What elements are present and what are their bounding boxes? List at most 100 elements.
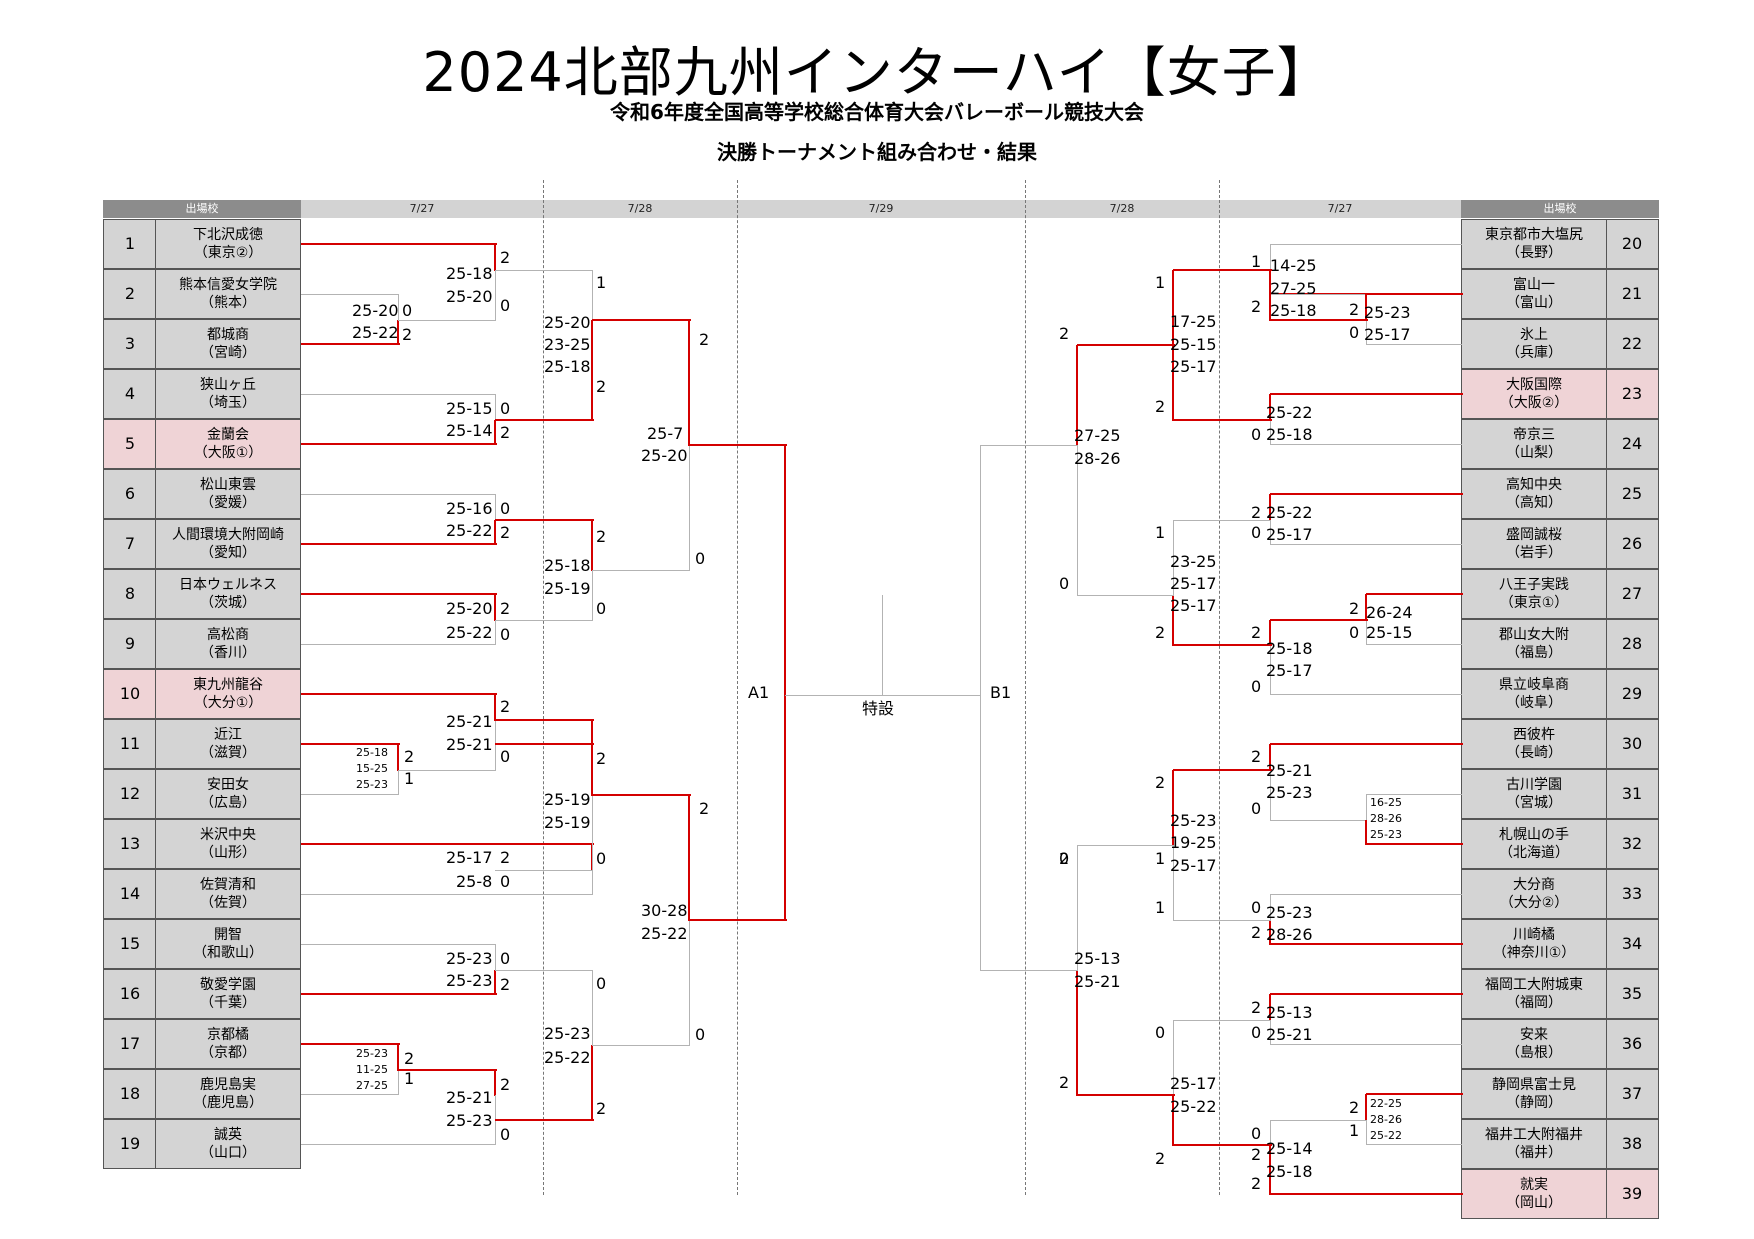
score-text: 2 [1349, 300, 1360, 319]
team-name-cell: 熊本信愛女学院（熊本） [155, 269, 301, 319]
team-seed-number: 8 [103, 569, 157, 619]
team-name-cell: 静岡県富士見（静岡） [1461, 1069, 1607, 1119]
bracket-line [592, 970, 593, 1046]
school-name: 高松商 [207, 627, 249, 643]
score-text-small: 28-26 [1370, 1113, 1402, 1126]
bracket-line-winner [1076, 345, 1078, 446]
team-name-cell: 米沢中央（山形） [155, 819, 301, 869]
team-seed-number: 19 [103, 1119, 157, 1169]
prefecture-name: （兵庫） [1506, 345, 1562, 361]
score-text: 25-21 [446, 712, 493, 731]
score-text: 0 [1349, 623, 1360, 642]
bracket-line [495, 620, 496, 645]
bracket-line [1366, 1120, 1367, 1145]
school-name: 川崎橘 [1513, 927, 1555, 943]
bracket-line [495, 620, 593, 621]
team-name-cell: 氷上 （兵庫） [1461, 319, 1607, 369]
team-seed-number: 27 [1605, 569, 1659, 619]
bracket-line [592, 570, 593, 621]
prefecture-name: （東京①） [1499, 595, 1569, 611]
team-name-cell: 松山東雲（愛媛） [155, 469, 301, 519]
school-name: 米沢中央 [200, 827, 256, 843]
team-name-cell: 福井工大附福井（福井） [1461, 1119, 1607, 1169]
bracket-line-winner [494, 970, 496, 995]
bracket-line [1270, 420, 1271, 445]
bracket-line [1270, 894, 1271, 921]
score-text: 2 [1251, 998, 1262, 1017]
team-seed-number: 31 [1605, 769, 1659, 819]
day-separator [543, 180, 544, 1195]
score-text: 25-20 [446, 599, 493, 618]
bracket-line-winner [301, 693, 497, 695]
school-name: 氷上 [1520, 327, 1548, 343]
bracket-line-winner [784, 690, 786, 921]
subtitle-tournament: 令和6年度全国高等学校総合体育大会バレーボール競技大会 [610, 100, 1144, 124]
score-text: 25-18 [1270, 301, 1317, 320]
score-text-small: 25-23 [356, 1047, 388, 1060]
bracket-line [689, 920, 690, 1046]
score-text: 0 [402, 301, 413, 320]
school-name: 鹿児島実 [200, 1077, 256, 1093]
score-text: 2 [1251, 1145, 1262, 1164]
bracket-line-winner [591, 1045, 593, 1121]
bracket-line-winner [301, 243, 497, 245]
team-name-cell: 狭山ヶ丘（埼玉） [155, 369, 301, 419]
team-name-cell: 高知中央（高知） [1461, 469, 1607, 519]
score-text: 1 [596, 273, 607, 292]
score-text: 2 [1155, 773, 1166, 792]
bracket-line [301, 894, 593, 895]
bracket-line-winner [494, 244, 496, 271]
team-seed-number: 21 [1605, 269, 1659, 319]
school-name: 狭山ヶ丘 [200, 377, 256, 393]
prefecture-name: （北海道） [1499, 845, 1569, 861]
score-text: 2 [500, 975, 511, 994]
score-text: 19-25 [1170, 833, 1217, 852]
score-text: 25-17 [446, 848, 493, 867]
team-seed-number: 12 [103, 769, 157, 819]
score-text: 25-17 [1170, 357, 1217, 376]
team-seed-number: 7 [103, 519, 157, 569]
score-text-small: 28-26 [1370, 812, 1402, 825]
bracket-line [1270, 244, 1462, 245]
prefecture-name: （佐賀） [200, 895, 256, 911]
score-text: 2 [596, 749, 607, 768]
school-name: 近江 [214, 727, 242, 743]
bracket-line-winner [301, 343, 400, 345]
bracket-line-winner [495, 1119, 594, 1121]
team-seed-number: 6 [103, 469, 157, 519]
bracket-line-winner [1366, 593, 1463, 595]
team-name-cell: 札幌山の手（北海道） [1461, 819, 1607, 869]
school-name: 静岡県富士見 [1492, 1077, 1576, 1093]
bracket-line [592, 570, 690, 571]
team-name-cell: 安来（島根） [1461, 1019, 1607, 1069]
school-name: 熊本信愛女学院 [179, 277, 277, 293]
school-name: 富山一 [1513, 277, 1555, 293]
bracket-line-winner [1269, 994, 1271, 1021]
team-seed-number: 18 [103, 1069, 157, 1119]
team-seed-number: 4 [103, 369, 157, 419]
bracket-line [398, 1070, 399, 1095]
school-name: 東京都市大塩尻 [1485, 227, 1583, 243]
score-text: 25-21 [1266, 1025, 1313, 1044]
score-text: 0 [1251, 523, 1262, 542]
bracket-line [495, 270, 496, 321]
team-seed-number: 36 [1605, 1019, 1659, 1069]
school-name: 人間環境大附岡崎 [172, 527, 284, 543]
prefecture-name: （東京②） [193, 245, 263, 261]
score-text: 25-18 [1266, 1162, 1313, 1181]
team-seed-number: 34 [1605, 919, 1659, 969]
bracket-line-winner [591, 720, 593, 796]
school-name: 盛岡誠桜 [1506, 527, 1562, 543]
score-text: 2 [1251, 1174, 1262, 1193]
bracket-line [1077, 445, 1078, 596]
team-seed-number: 20 [1605, 219, 1659, 269]
team-name-cell: 高松商（香川） [155, 619, 301, 669]
bracket-line-winner [1270, 943, 1463, 945]
bracket-line [1366, 344, 1462, 345]
score-text: 2 [500, 423, 511, 442]
bracket-line-winner [301, 593, 497, 595]
prefecture-name: （宮城） [1506, 795, 1562, 811]
bracket-line-winner [494, 694, 496, 721]
prefecture-name: （茨城） [200, 595, 256, 611]
score-text: 2 [1059, 324, 1070, 343]
